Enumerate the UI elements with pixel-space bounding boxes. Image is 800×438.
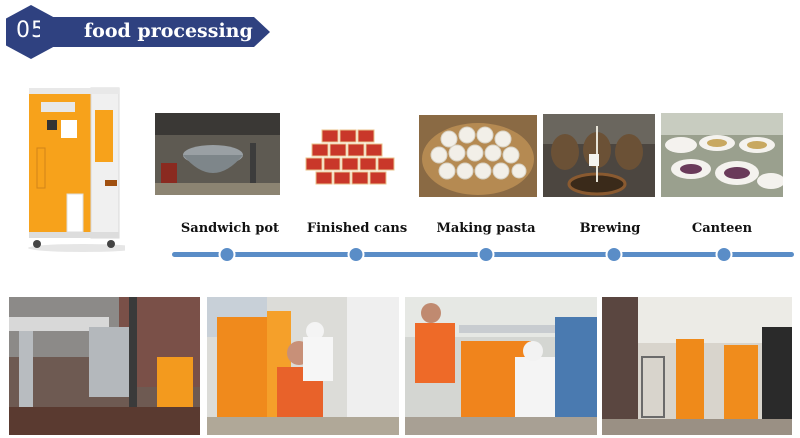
photo-canteen xyxy=(661,113,783,197)
photo-finished-cans xyxy=(302,126,397,188)
timeline-dot-brewing xyxy=(605,246,623,263)
site-photo-2 xyxy=(207,297,399,435)
photo-sandwich-pot xyxy=(155,113,280,195)
step-label-finished-cans: Finished cans xyxy=(306,221,408,236)
timeline-dot-making-pasta xyxy=(477,246,495,263)
site-photo-4 xyxy=(602,297,792,435)
section-title: food processing xyxy=(84,20,253,42)
photo-making-pasta xyxy=(419,115,537,197)
steam-boiler-image xyxy=(28,87,125,252)
step-label-canteen: Canteen xyxy=(691,221,753,236)
site-photo-1 xyxy=(9,297,200,435)
step-label-sandwich-pot: Sandwich pot xyxy=(180,221,280,236)
section-title-banner xyxy=(40,17,270,47)
timeline-dot-canteen xyxy=(715,246,733,263)
step-label-making-pasta: Making pasta xyxy=(436,221,536,236)
step-label-brewing: Brewing xyxy=(579,221,641,236)
timeline-dot-sandwich-pot xyxy=(218,246,236,263)
site-photo-3 xyxy=(405,297,597,435)
timeline-dot-finished-cans xyxy=(347,246,365,263)
photo-brewing xyxy=(543,114,655,197)
